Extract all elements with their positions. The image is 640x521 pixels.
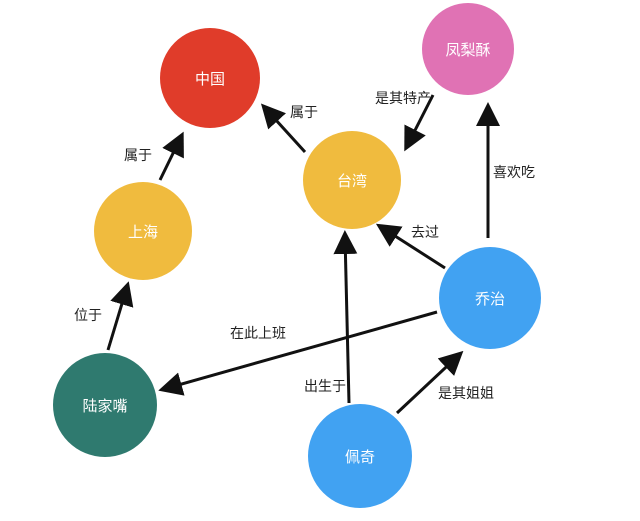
node-label: 台湾 bbox=[336, 171, 367, 190]
edge-taiwan-china bbox=[260, 103, 307, 154]
node-george: 乔治 bbox=[439, 247, 541, 349]
node-shanghai: 上海 bbox=[94, 182, 192, 280]
edge-lujiazui-shanghai bbox=[106, 281, 134, 351]
edge-label-peppa-george: 是其姐姐 bbox=[438, 386, 494, 402]
edge-label-george-taiwan: 去过 bbox=[411, 225, 439, 241]
node-peppa: 佩奇 bbox=[308, 404, 412, 508]
node-label: 中国 bbox=[194, 69, 225, 88]
edge-label-taiwan-china: 属于 bbox=[290, 105, 318, 121]
node-label: 陆家嘴 bbox=[82, 396, 128, 415]
edge-cake-taiwan bbox=[404, 94, 435, 152]
edge-shanghai-china bbox=[158, 131, 184, 181]
edge-peppa-george bbox=[395, 350, 464, 415]
node-lujiazui: 陆家嘴 bbox=[53, 353, 157, 457]
edge-label-peppa-taiwan: 出生于 bbox=[304, 379, 346, 395]
node-label: 佩奇 bbox=[344, 447, 375, 466]
node-china: 中国 bbox=[160, 28, 260, 128]
edge-label-shanghai-china: 属于 bbox=[124, 148, 152, 164]
edge-label-lujiazui-shanghai: 位于 bbox=[74, 308, 102, 324]
edge-label-george-lujiazui: 在此上班 bbox=[230, 326, 286, 342]
edge-label-cake-taiwan: 是其特产 bbox=[375, 91, 431, 107]
edge-peppa-taiwan bbox=[333, 230, 358, 404]
node-label: 乔治 bbox=[474, 289, 505, 308]
edge-label-george-cake: 喜欢吃 bbox=[493, 165, 535, 181]
node-label: 上海 bbox=[127, 222, 158, 241]
node-taiwan: 台湾 bbox=[303, 131, 401, 229]
edge-george-taiwan bbox=[375, 223, 446, 270]
node-pineapple-cake: 凤梨酥 bbox=[422, 3, 514, 95]
node-label: 凤梨酥 bbox=[445, 40, 491, 59]
edge-george-lujiazui bbox=[158, 310, 438, 396]
